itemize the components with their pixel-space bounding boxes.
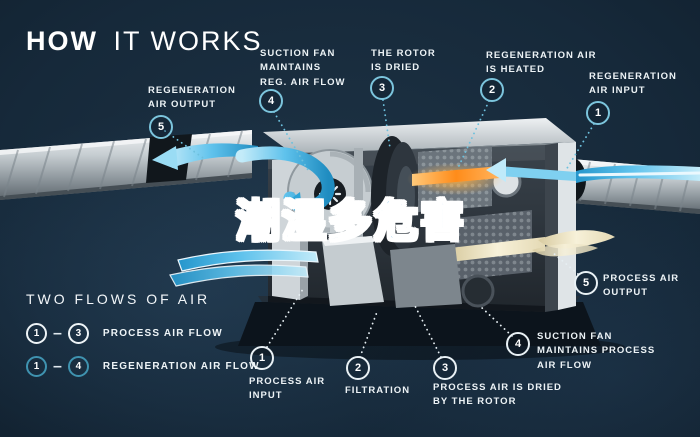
legend-row-process: 1 – 3 PROCESS AIR FLOW xyxy=(26,323,260,344)
label-filtration: FILTRATION xyxy=(345,385,411,396)
callout-number: 2 xyxy=(354,362,362,374)
callout-circle-process-input: 1 xyxy=(250,346,274,370)
legend-dash: – xyxy=(53,357,62,375)
callout-circle-process-dried: 3 xyxy=(433,356,457,380)
legend-circle-from: 1 xyxy=(26,323,47,344)
process-input-arrows xyxy=(169,249,319,287)
process-suction-fan xyxy=(461,274,495,308)
callout-number: 1 xyxy=(258,352,266,364)
label-process-air-dried: PROCESS AIR IS DRIED BY THE ROTOR xyxy=(433,382,562,408)
legend-circle-to: 4 xyxy=(67,356,89,377)
callout-number: 5 xyxy=(157,121,165,133)
label-regeneration-air-input: REGENERATION AIR INPUT xyxy=(589,71,677,97)
legend-number: 4 xyxy=(75,361,82,372)
fan-swoosh-arrow xyxy=(235,146,335,214)
watermark-overlay-text: 潮湿多危害 xyxy=(235,195,466,247)
title-light: IT WORKS xyxy=(113,26,263,56)
label-process-air-input: PROCESS AIR INPUT xyxy=(249,376,326,402)
heater-section xyxy=(407,146,522,212)
legend: TWO FLOWS OF AIR 1 – 3 PROCESS AIR FLOW … xyxy=(26,291,260,389)
legend-number: 1 xyxy=(33,361,40,372)
callout-circle-regen-output: 5 xyxy=(149,115,173,139)
cabinet-top-face xyxy=(263,118,576,154)
callout-number: 4 xyxy=(267,95,275,107)
label-suction-fan-reg: SUCTION FAN MAINTAINS REG. AIR FLOW xyxy=(260,48,346,88)
label-suction-fan-process: SUCTION FAN MAINTAINS PROCESS AIR FLOW xyxy=(537,331,656,371)
callout-number: 2 xyxy=(488,84,496,96)
callout-number: 1 xyxy=(594,107,602,119)
heater-beam xyxy=(412,166,500,186)
callout-circle-regen-input: 1 xyxy=(586,101,610,125)
legend-circle-to: 3 xyxy=(67,323,89,344)
callout-number: 5 xyxy=(582,277,590,289)
label-rotor-is-dried: THE ROTOR IS DRIED xyxy=(371,48,436,74)
legend-number: 3 xyxy=(75,328,82,339)
title-bold: HOW xyxy=(26,26,98,56)
label-regeneration-air-output: REGENERATION AIR OUTPUT xyxy=(148,85,236,111)
label-regeneration-air-heated: REGENERATION AIR IS HEATED xyxy=(486,50,597,76)
callout-number: 3 xyxy=(441,362,449,374)
callout-circle-process-output: 5 xyxy=(574,271,598,295)
callout-circle-suction-reg: 4 xyxy=(259,89,283,113)
left-duct xyxy=(0,130,252,200)
regen-output-arrow xyxy=(152,143,258,170)
process-output-arrow xyxy=(532,230,615,257)
cabinet-right-frame xyxy=(558,142,576,310)
callout-circle-regen-heated: 2 xyxy=(480,78,504,102)
callout-number: 4 xyxy=(514,338,522,350)
page-title: HOW IT WORKS xyxy=(26,26,263,57)
legend-label-process: PROCESS AIR FLOW xyxy=(102,328,223,339)
cream-beam xyxy=(450,237,545,262)
legend-circle-from: 1 xyxy=(26,356,47,377)
callout-number: 3 xyxy=(378,82,386,94)
callout-circle-rotor-dried: 3 xyxy=(370,76,394,100)
leader-lines xyxy=(164,99,595,358)
callout-circle-filtration: 2 xyxy=(346,356,370,380)
regen-input-beam xyxy=(486,158,700,183)
legend-label-regeneration: REGENERATION AIR FLOW xyxy=(102,361,260,372)
lower-mesh-panel xyxy=(450,210,545,308)
legend-dash: – xyxy=(53,324,62,342)
legend-row-regeneration: 1 – 4 REGENERATION AIR FLOW xyxy=(26,356,260,377)
airflow-arrows xyxy=(152,143,700,287)
legend-number: 1 xyxy=(33,328,40,339)
legend-heading: TWO FLOWS OF AIR xyxy=(26,291,211,307)
callout-circle-suction-process: 4 xyxy=(506,332,530,356)
label-process-air-output: PROCESS AIR OUTPUT xyxy=(603,273,680,299)
